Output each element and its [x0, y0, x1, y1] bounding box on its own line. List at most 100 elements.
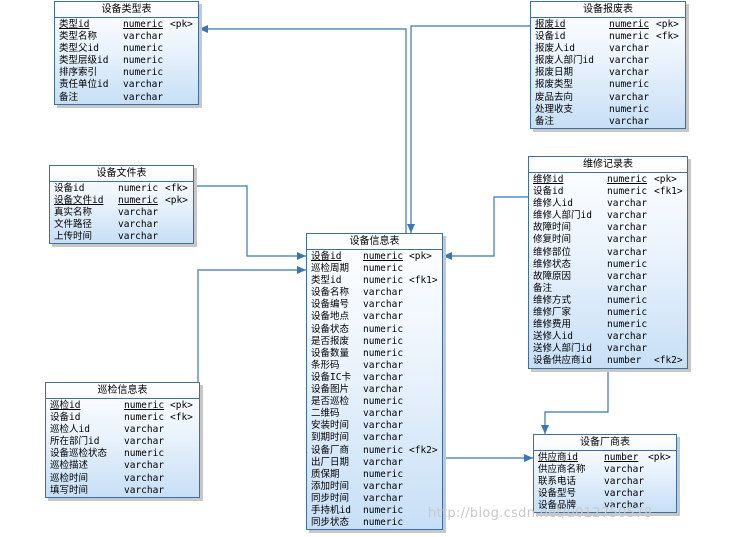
column-name: 维修部位 [533, 246, 572, 258]
column-type: varchar [363, 384, 404, 396]
column-key: <fk1> [409, 275, 438, 287]
column-type: numeric [118, 195, 159, 207]
column-type: numeric [363, 335, 404, 347]
entity-title: 设备报废表 [531, 2, 685, 18]
column-name: 设备id [50, 412, 81, 424]
column-name: 巡检人id [50, 424, 90, 436]
column-type: number [607, 355, 642, 367]
column-type: varchar [123, 79, 164, 91]
column-type: numeric [363, 504, 404, 516]
column-type: varchar [604, 488, 645, 500]
rel-device-info-to-device-type [199, 28, 407, 233]
column-type: varchar [607, 282, 648, 294]
column-name: 修复时间 [533, 234, 572, 246]
column-type: varchar [607, 331, 648, 343]
column-type: varchar [124, 472, 165, 484]
rel-device-scrap-to-device-info [410, 25, 530, 233]
column-name: 故障原因 [533, 270, 572, 282]
column-type: numeric [609, 79, 650, 91]
column-type: numeric [118, 183, 159, 194]
column-name: 送修人id [533, 331, 573, 343]
column-name: 设备型号 [538, 488, 577, 500]
column-type: numeric [124, 448, 165, 460]
column-type: varchar [363, 371, 404, 383]
column-type: numeric [607, 186, 648, 198]
column-name: 废品去向 [535, 91, 574, 103]
column-name: 巡检描述 [50, 460, 89, 472]
column-row: 供应商id number <pk> [538, 452, 673, 464]
column-type: varchar [363, 311, 404, 323]
column-name: 类型id [59, 19, 90, 30]
column-name: 设备品牌 [538, 500, 577, 512]
column-name: 联系电话 [538, 476, 577, 488]
column-name: 巡检id [50, 400, 81, 411]
column-type: varchar [607, 234, 648, 246]
entity-title: 巡检信息表 [46, 383, 199, 399]
column-type: varchar [124, 484, 165, 496]
column-row: 安装时间 varchar [311, 420, 439, 432]
column-type: number [604, 452, 639, 463]
column-type: numeric [123, 55, 164, 67]
column-key: <pk> [648, 452, 671, 463]
column-key: <pk> [654, 174, 677, 185]
column-type: numeric [363, 323, 404, 335]
column-name: 类型名称 [59, 31, 98, 43]
column-name: 设备文件id [54, 195, 104, 207]
arrowhead [541, 425, 549, 434]
column-name: 故障时间 [533, 222, 572, 234]
entity-title: 设备文件表 [50, 166, 193, 182]
watermark: http://blog.csdn.net/u012750578 [428, 506, 653, 521]
column-name: 送修人部门id [533, 343, 592, 355]
column-type: numeric [363, 347, 404, 359]
column-row: 设备型号 varchar [538, 488, 673, 500]
column-name: 安装时间 [311, 420, 350, 432]
column-name: 所在部门id [50, 436, 100, 448]
column-name: 设备厂商 [311, 444, 350, 456]
column-type: numeric [363, 468, 404, 480]
column-name: 供应商id [538, 452, 578, 463]
column-key: <pk> [409, 251, 432, 262]
column-name: 真实名称 [54, 207, 93, 219]
column-name: 维修人部门id [533, 210, 592, 222]
column-type: varchar [604, 476, 645, 488]
column-type: varchar [363, 420, 404, 432]
column-type: varchar [363, 492, 404, 504]
